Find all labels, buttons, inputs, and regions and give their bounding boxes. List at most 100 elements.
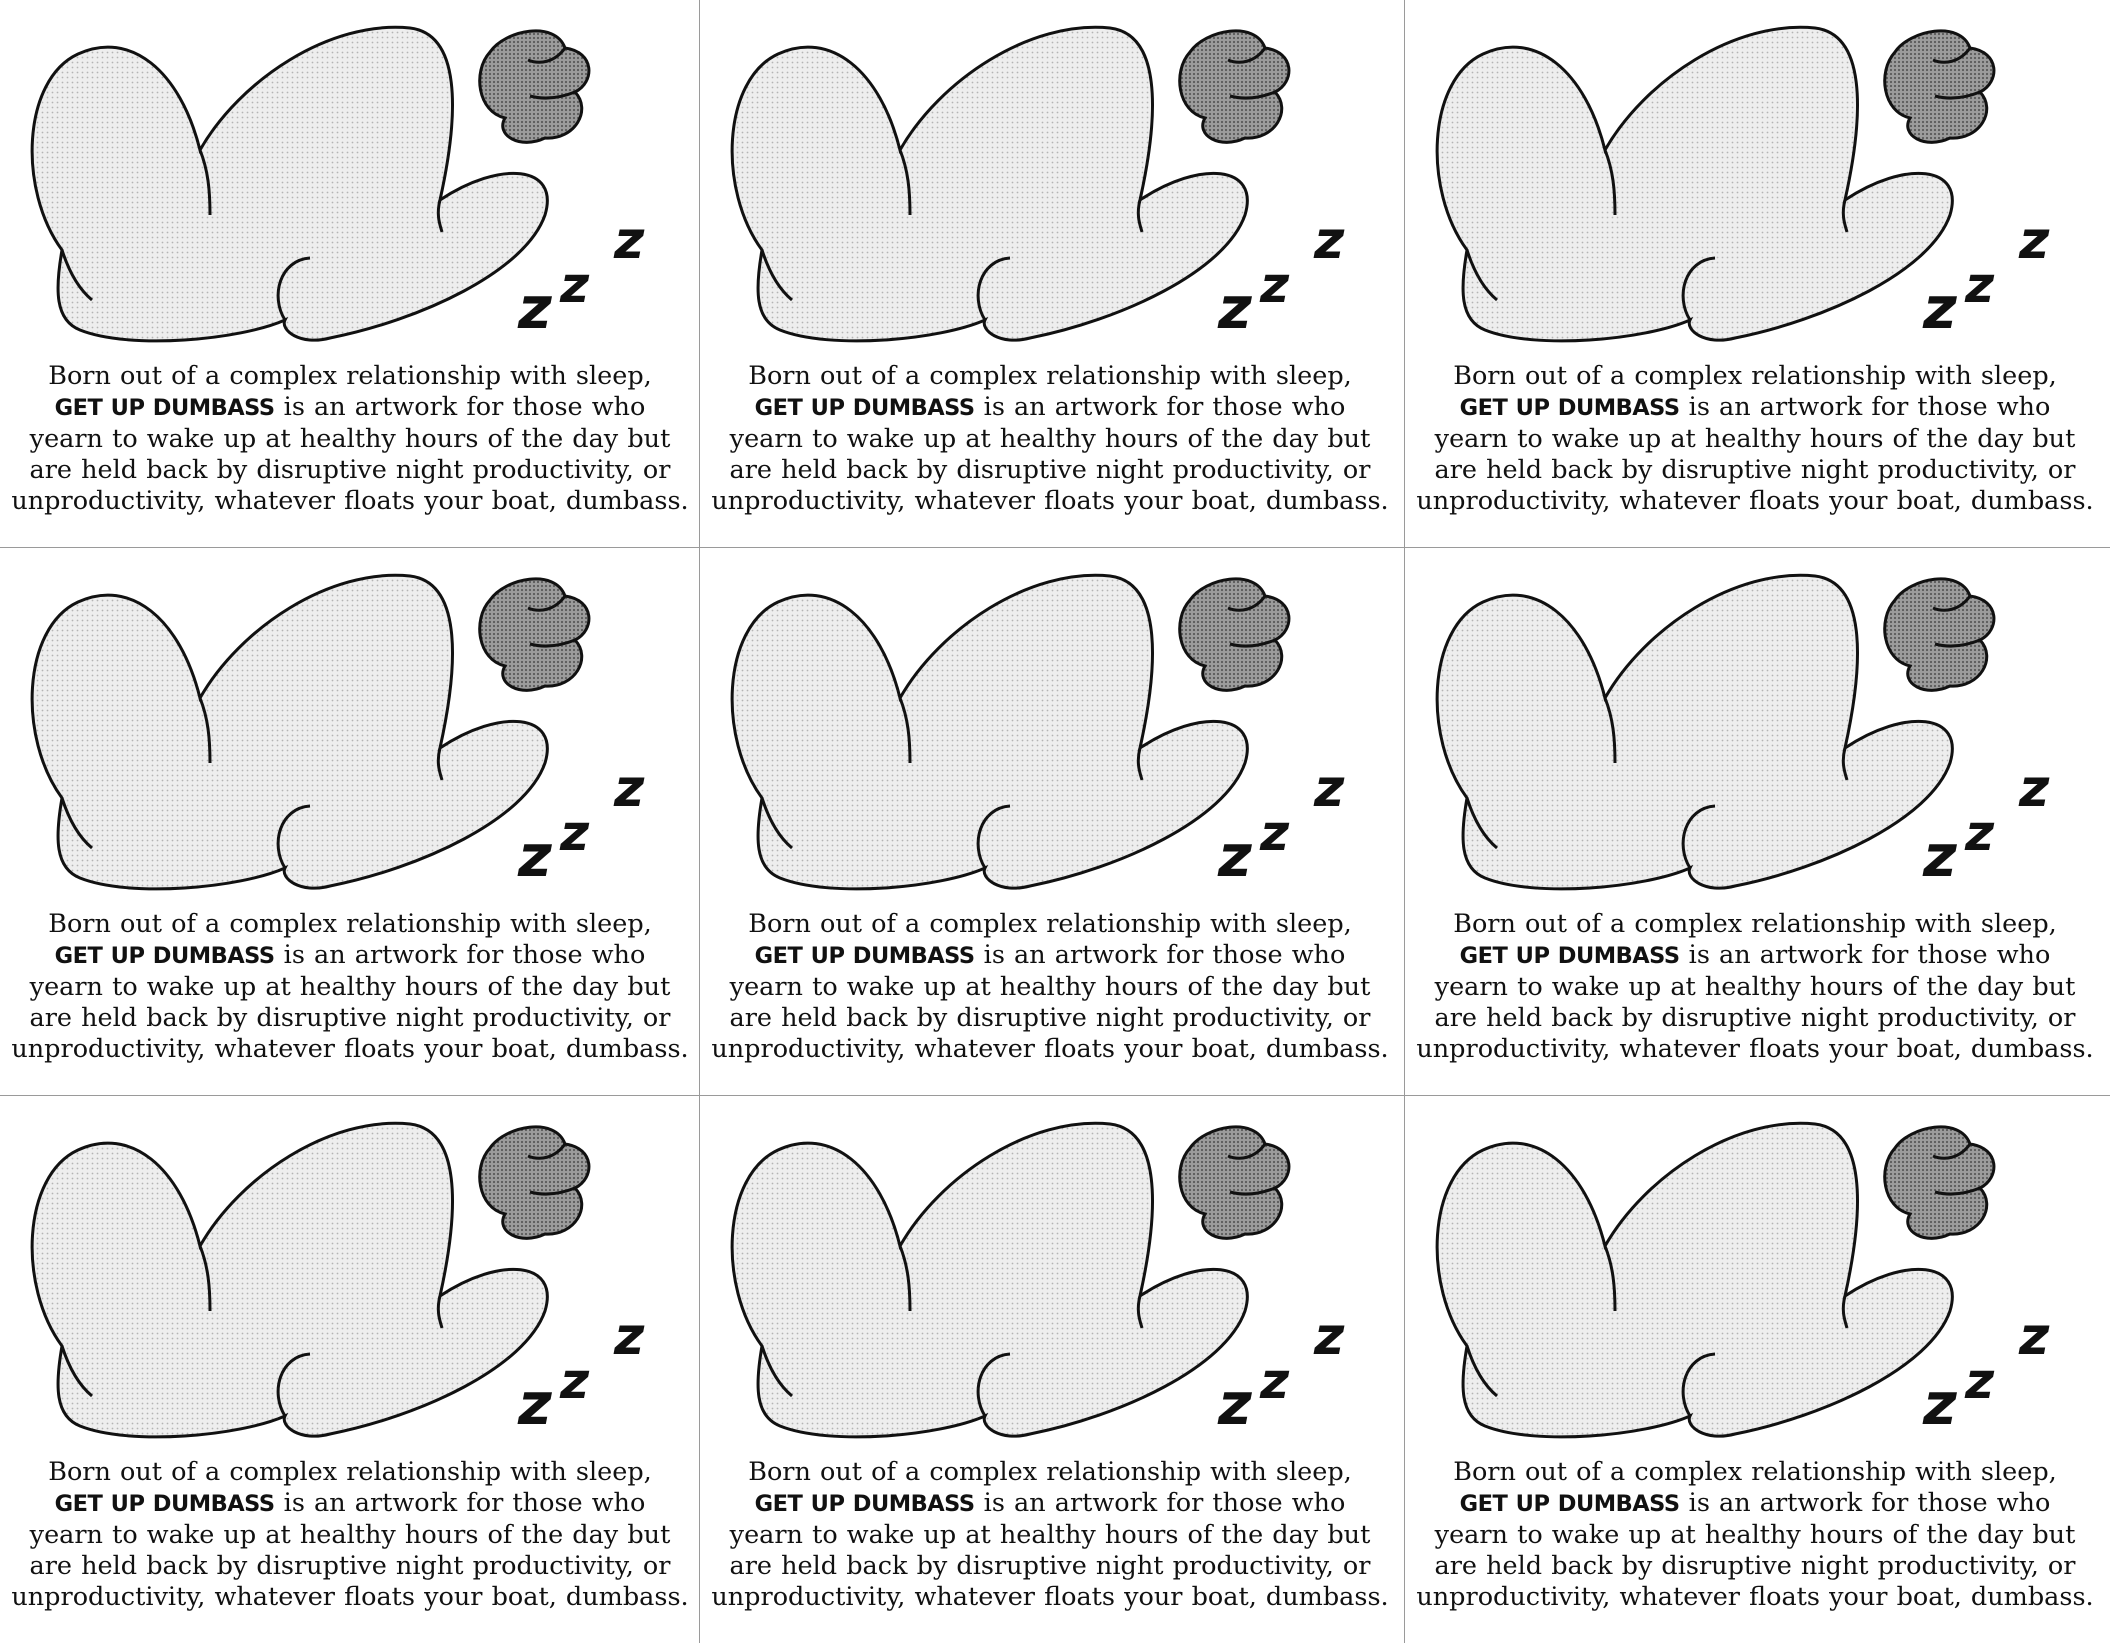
zzz-letter-1: z [1217,822,1252,890]
artwork-title: GET UP DUMBASS [54,943,275,969]
sticker-card: z z z Born out of a complex relationship… [0,0,700,548]
zzz-icon: z z z [1922,759,2050,890]
caption-line-2-rest: is an artwork for those who [274,1488,646,1518]
zzz-letter-1: z [517,822,552,890]
caption-line-3: yearn to wake up at healthy hours of the… [729,972,1371,1002]
card-caption: Born out of a complex relationship with … [700,1457,1400,1613]
zzz-letter-3: z [613,211,645,271]
caption-line-2-rest: is an artwork for those who [274,392,646,422]
sticker-card: z z z Born out of a complex relationship… [700,1096,1405,1643]
caption-line-2: GET UP DUMBASS is an artwork for those w… [700,1488,1400,1520]
caption-line-5: unproductivity, whatever floats your boa… [11,486,689,516]
sleeping-blob-icon: z z z [730,573,1345,891]
zzz-icon: z z z [1217,1307,1345,1438]
sticker-card: z z z Born out of a complex relationship… [0,548,700,1096]
zzz-icon: z z z [1217,211,1345,342]
artwork-title: GET UP DUMBASS [754,943,975,969]
zzz-icon: z z z [517,1307,645,1438]
caption-line-1: Born out of a complex relationship with … [748,1457,1352,1487]
caption-line-3: yearn to wake up at healthy hours of the… [729,1520,1371,1550]
zzz-letter-3: z [1313,759,1345,819]
zzz-letter-2: z [1259,256,1290,314]
caption-line-2: GET UP DUMBASS is an artwork for those w… [0,392,699,424]
zzz-letter-2: z [1964,256,1995,314]
zzz-letter-3: z [1313,211,1345,271]
artwork-title: GET UP DUMBASS [1459,395,1680,421]
artwork-title: GET UP DUMBASS [54,1491,275,1517]
caption-line-5: unproductivity, whatever floats your boa… [711,486,1389,516]
caption-line-2-rest: is an artwork for those who [1679,940,2051,970]
card-caption: Born out of a complex relationship with … [700,909,1400,1065]
card-caption: Born out of a complex relationship with … [1405,1457,2105,1613]
zzz-letter-3: z [2018,1307,2050,1367]
caption-line-2: GET UP DUMBASS is an artwork for those w… [700,392,1400,424]
artwork-title: GET UP DUMBASS [1459,943,1680,969]
caption-line-1: Born out of a complex relationship with … [48,909,652,939]
caption-line-4: are held back by disruptive night produc… [729,455,1371,485]
card-caption: Born out of a complex relationship with … [1405,909,2105,1065]
card-caption: Born out of a complex relationship with … [700,361,1400,517]
sticker-card: z z z Born out of a complex relationship… [700,0,1405,548]
zzz-letter-3: z [2018,759,2050,819]
caption-line-2: GET UP DUMBASS is an artwork for those w… [0,1488,699,1520]
caption-line-5: unproductivity, whatever floats your boa… [711,1034,1389,1064]
card-caption: Born out of a complex relationship with … [0,361,699,517]
zzz-letter-2: z [1259,1352,1290,1410]
caption-line-4: are held back by disruptive night produc… [29,1551,671,1581]
zzz-letter-1: z [1217,274,1252,342]
zzz-letter-3: z [1313,1307,1345,1367]
artwork-title: GET UP DUMBASS [754,1491,975,1517]
sticker-card: z z z Born out of a complex relationship… [1405,548,2110,1096]
caption-line-2-rest: is an artwork for those who [1679,1488,2051,1518]
zzz-letter-2: z [1964,1352,1995,1410]
caption-line-4: are held back by disruptive night produc… [1434,1003,2076,1033]
caption-line-3: yearn to wake up at healthy hours of the… [29,972,671,1002]
caption-line-4: are held back by disruptive night produc… [729,1551,1371,1581]
caption-line-2-rest: is an artwork for those who [274,940,646,970]
caption-line-3: yearn to wake up at healthy hours of the… [1434,972,2076,1002]
caption-line-4: are held back by disruptive night produc… [729,1003,1371,1033]
caption-line-4: are held back by disruptive night produc… [1434,1551,2076,1581]
caption-line-2-rest: is an artwork for those who [1679,392,2051,422]
card-caption: Born out of a complex relationship with … [1405,361,2105,517]
caption-line-3: yearn to wake up at healthy hours of the… [29,1520,671,1550]
zzz-icon: z z z [1217,759,1345,890]
sleeping-blob-icon: z z z [30,1121,645,1439]
zzz-letter-1: z [1217,1370,1252,1438]
caption-line-3: yearn to wake up at healthy hours of the… [729,424,1371,454]
card-caption: Born out of a complex relationship with … [0,1457,699,1613]
caption-line-5: unproductivity, whatever floats your boa… [11,1034,689,1064]
caption-line-5: unproductivity, whatever floats your boa… [1416,1582,2094,1612]
caption-line-1: Born out of a complex relationship with … [1453,361,2057,391]
zzz-letter-2: z [559,1352,590,1410]
zzz-letter-2: z [1259,804,1290,862]
zzz-letter-1: z [517,274,552,342]
zzz-icon: z z z [1922,1307,2050,1438]
caption-line-5: unproductivity, whatever floats your boa… [711,1582,1389,1612]
artwork-title: GET UP DUMBASS [754,395,975,421]
caption-line-5: unproductivity, whatever floats your boa… [1416,1034,2094,1064]
caption-line-3: yearn to wake up at healthy hours of the… [29,424,671,454]
caption-line-1: Born out of a complex relationship with … [1453,909,2057,939]
zzz-letter-3: z [613,759,645,819]
caption-line-4: are held back by disruptive night produc… [1434,455,2076,485]
caption-line-5: unproductivity, whatever floats your boa… [11,1582,689,1612]
zzz-letter-3: z [613,1307,645,1367]
caption-line-1: Born out of a complex relationship with … [748,361,1352,391]
sticker-card: z z z Born out of a complex relationship… [1405,1096,2110,1643]
caption-line-1: Born out of a complex relationship with … [48,361,652,391]
caption-line-2: GET UP DUMBASS is an artwork for those w… [1405,392,2105,424]
zzz-letter-2: z [559,804,590,862]
zzz-icon: z z z [517,759,645,890]
zzz-icon: z z z [1922,211,2050,342]
zzz-letter-1: z [1922,274,1957,342]
caption-line-2-rest: is an artwork for those who [974,1488,1346,1518]
caption-line-1: Born out of a complex relationship with … [48,1457,652,1487]
zzz-letter-1: z [1922,822,1957,890]
caption-line-2: GET UP DUMBASS is an artwork for those w… [1405,940,2105,972]
caption-line-4: are held back by disruptive night produc… [29,1003,671,1033]
caption-line-1: Born out of a complex relationship with … [1453,1457,2057,1487]
artwork-title: GET UP DUMBASS [54,395,275,421]
zzz-letter-3: z [2018,211,2050,271]
